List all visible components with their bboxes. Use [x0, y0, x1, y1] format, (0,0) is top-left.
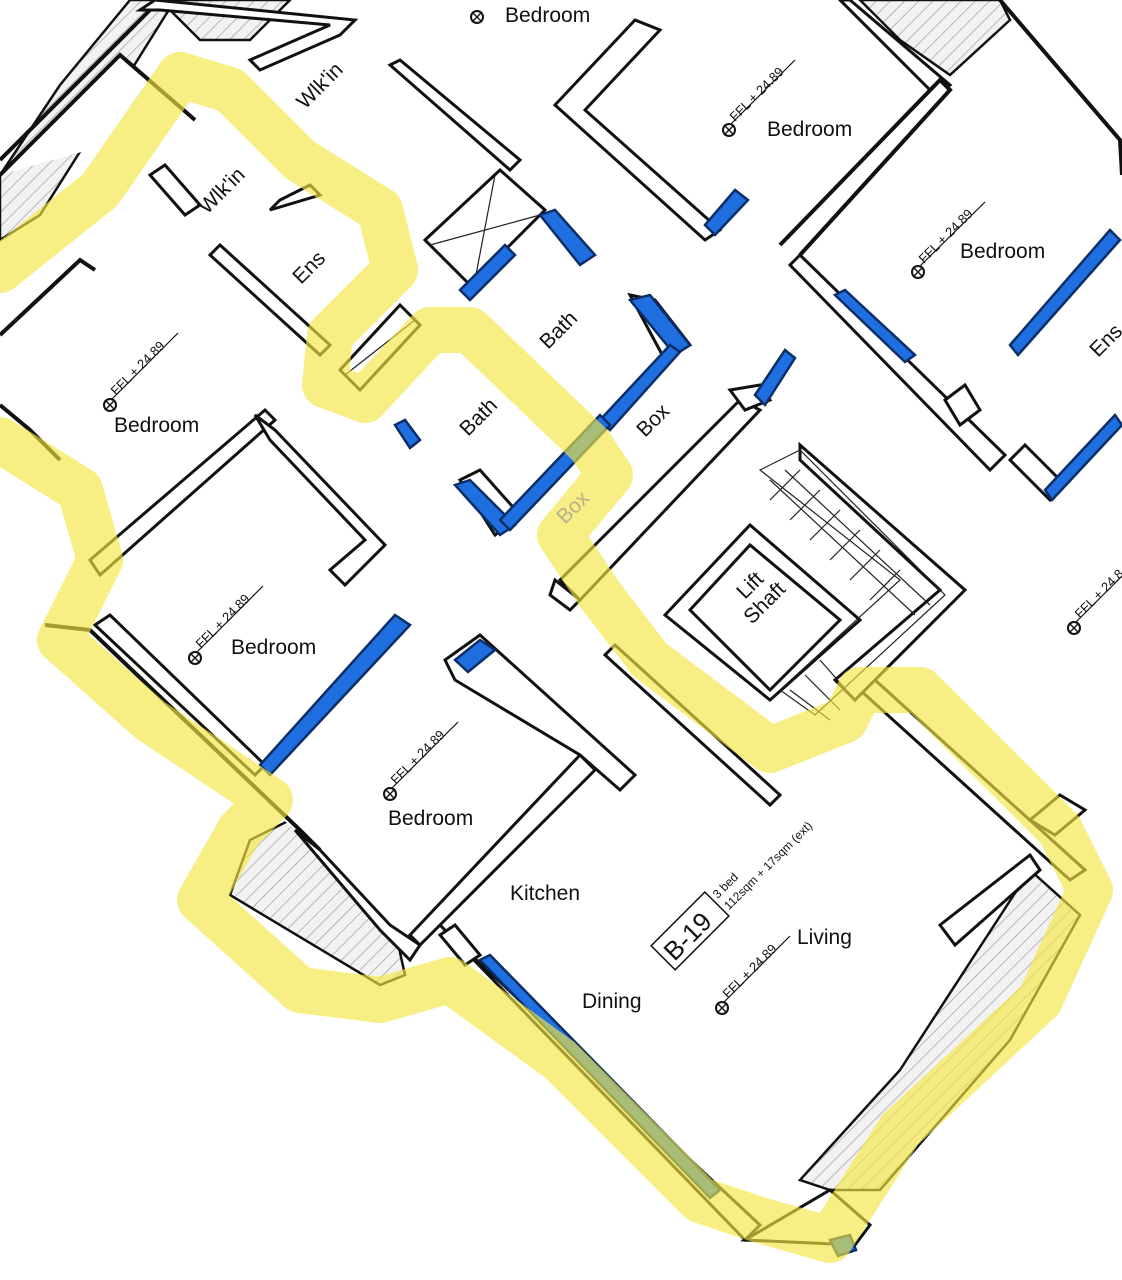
- svg-text:FFL + 24.89: FFL + 24.89: [388, 727, 448, 787]
- svg-text:FFL + 24.8: FFL + 24.8: [1072, 566, 1122, 621]
- room-labels: Bedroom Bedroom Bedroom Bedroom Bedroom …: [114, 4, 1122, 1013]
- room-label-bedroom-mid: Bedroom: [231, 636, 316, 659]
- room-label-bedroom-right: Bedroom: [960, 240, 1045, 263]
- ffl-marker-lower: FFL + 24.89: [383, 721, 459, 801]
- room-label-bedroom-top-right: Bedroom: [767, 118, 852, 141]
- svg-text:FFL + 24.89: FFL + 24.89: [720, 941, 780, 1001]
- ffl-marker-edge: FFL + 24.8: [1067, 566, 1122, 635]
- svg-text:FFL + 24.89: FFL + 24.89: [108, 338, 168, 398]
- svg-text:FFL + 24.89: FFL + 24.89: [727, 64, 787, 124]
- room-label-bedroom-top: Bedroom: [505, 4, 590, 27]
- door-frames: [337, 167, 548, 967]
- room-label-bedroom-lower: Bedroom: [388, 807, 473, 830]
- room-label-bedroom-left: Bedroom: [114, 414, 199, 437]
- unit-area: 112sqm + 17sqm (ext): [721, 819, 815, 913]
- room-label-wlkin-b: Wlk'in: [194, 163, 249, 218]
- ffl-marker-left: FFL + 24.89: [103, 332, 179, 412]
- room-label-box-a: Box: [632, 399, 674, 441]
- room-label-dining: Dining: [582, 990, 642, 1013]
- room-label-ens-left: Ens: [288, 247, 330, 289]
- room-label-living: Living: [797, 926, 852, 949]
- balcony-top-right: [858, 0, 1012, 77]
- ffl-marker-top: [470, 10, 484, 24]
- room-label-bath-b: Bath: [455, 394, 502, 441]
- unit-boundary-highlight: [0, 52, 1113, 1263]
- unit-tag: B-19 3 bed 112sqm + 17sqm (ext): [650, 819, 815, 971]
- ffl-marker-living: FFL + 24.89: [715, 935, 791, 1015]
- room-label-bath-a: Bath: [535, 307, 582, 354]
- room-label-kitchen: Kitchen: [510, 882, 580, 905]
- room-label-ens-right: Ens: [1085, 320, 1122, 362]
- room-label-wlkin-a: Wlk'in: [292, 58, 347, 113]
